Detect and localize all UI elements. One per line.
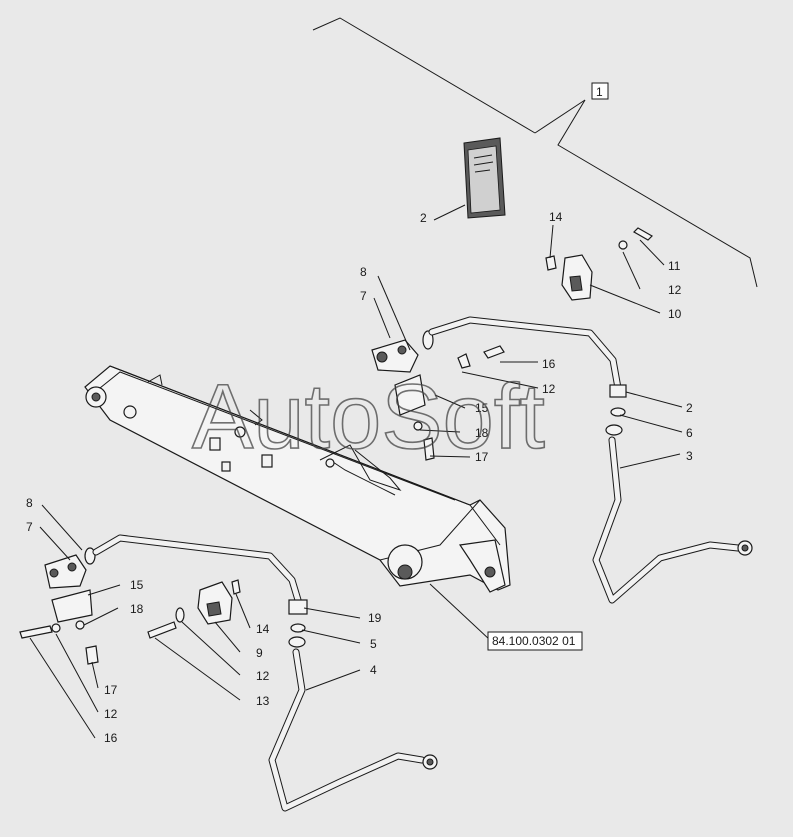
callout-18-b: 18 <box>130 602 144 616</box>
flange-assembly-bottom <box>19 547 99 665</box>
callout-12-a: 12 <box>542 382 556 396</box>
callout-15-a: 15 <box>475 401 489 415</box>
callout-6: 6 <box>686 426 693 440</box>
callout-10: 10 <box>668 307 682 321</box>
callout-11: 11 <box>668 259 681 273</box>
callout-12-top: 12 <box>668 283 682 297</box>
kit-bracket-lines <box>312 17 758 288</box>
boom-arm <box>84 365 511 593</box>
clamp-assembly-top <box>545 227 653 301</box>
callout-3: 3 <box>686 449 693 463</box>
instruction-sheet <box>463 137 506 219</box>
callout-5: 5 <box>370 637 377 651</box>
callout-19: 19 <box>368 611 382 625</box>
callout-7-a: 7 <box>360 289 367 303</box>
reference-code: 84.100.0302 01 <box>492 634 576 648</box>
callout-9: 9 <box>256 646 263 660</box>
callout-17-b: 17 <box>104 683 118 697</box>
clamp-assembly-bottom <box>147 579 241 639</box>
callout-2-sheet: 2 <box>420 211 427 225</box>
callout-16-b: 16 <box>104 731 118 745</box>
watermark: AutoSoft <box>192 366 545 468</box>
callout-12-b: 12 <box>104 707 118 721</box>
callout-4: 4 <box>370 663 377 677</box>
callout-13: 13 <box>256 694 270 708</box>
pipe-and-hose-a <box>428 316 753 604</box>
callout-17-a: 17 <box>475 450 489 464</box>
callout-12-c: 12 <box>256 669 270 683</box>
callout-15-b: 15 <box>130 578 144 592</box>
kit-callout-box <box>591 82 609 100</box>
reference-code-box <box>487 631 583 651</box>
pipe-and-hose-b <box>92 534 438 812</box>
callout-14-b: 14 <box>256 622 270 636</box>
callout-16-a: 16 <box>542 357 556 371</box>
callout-2-fitting: 2 <box>686 401 693 415</box>
callout-7-b: 7 <box>26 520 33 534</box>
callout-1: 1 <box>596 85 603 99</box>
callout-8-a: 8 <box>360 265 367 279</box>
flange-assembly-top <box>371 330 505 461</box>
callout-8-b: 8 <box>26 496 33 510</box>
callout-18-a: 18 <box>475 426 489 440</box>
leader-lines <box>29 204 683 739</box>
callout-14-top: 14 <box>549 210 563 224</box>
